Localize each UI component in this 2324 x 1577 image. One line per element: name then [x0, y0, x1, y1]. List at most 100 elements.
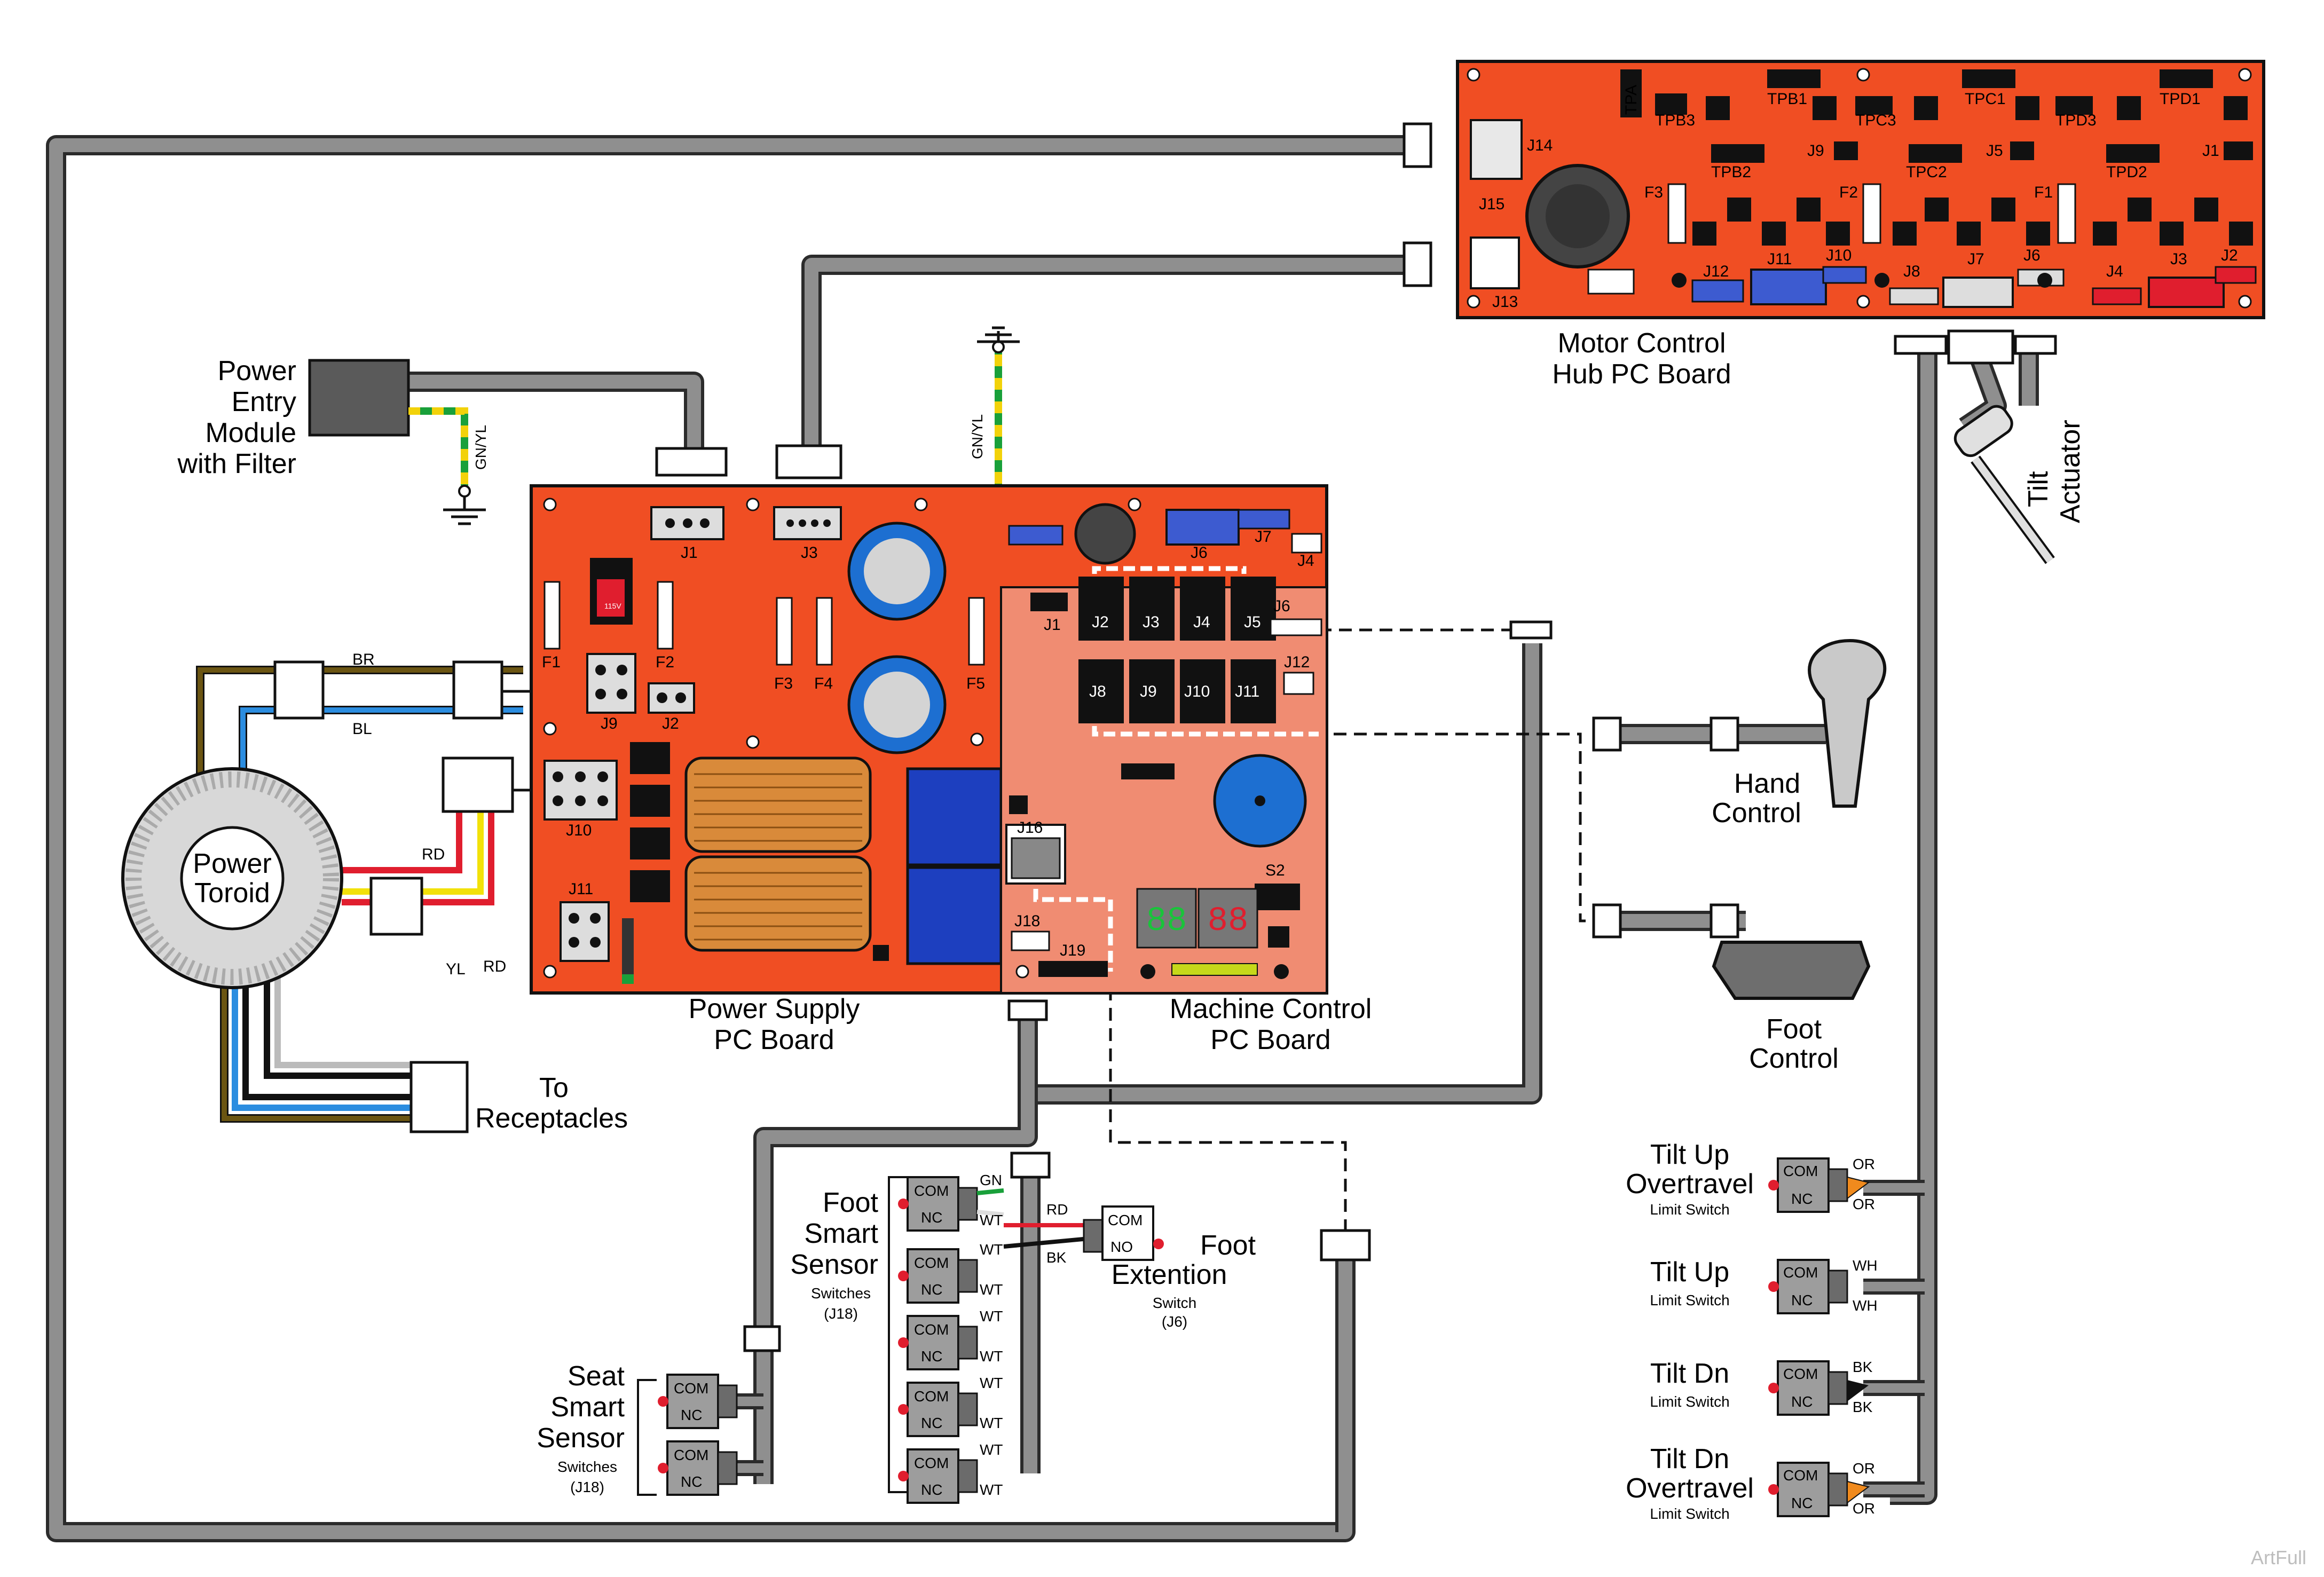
hub-label-tpb3: TPB3 [1655, 112, 1695, 129]
mc-title-line2: PC Board [1210, 1024, 1330, 1055]
j14-plug [1403, 122, 1432, 168]
ext-no: NO [1110, 1239, 1133, 1255]
ts3-bk-b: BK [1853, 1399, 1873, 1415]
fs5-wt-b: WT [980, 1481, 1003, 1498]
ss2-nc: NC [681, 1473, 702, 1490]
ts1-com: COM [1783, 1163, 1818, 1179]
fs4-nc: NC [921, 1415, 942, 1431]
receptacles-line1: To [539, 1073, 569, 1103]
tilt-dn-sub: Limit Switch [1650, 1393, 1729, 1410]
j7-plug [1947, 329, 2014, 365]
power-toroid [121, 666, 523, 1123]
tilt-dn-ot-line1: Tilt Dn [1650, 1444, 1729, 1475]
foot-smart-sensor-switches [888, 1176, 1004, 1504]
fs3-wt-a: WT [980, 1308, 1003, 1324]
hub-label-j7: J7 [1967, 250, 1984, 268]
tilt-up-ot-line1: Tilt Up [1650, 1139, 1729, 1170]
wire-label-br: BR [352, 651, 375, 668]
foot-ext-line1: Foot [1200, 1230, 1256, 1261]
ps-label-j7: J7 [1255, 528, 1272, 546]
hub-label-j11: J11 [1767, 250, 1792, 268]
mc-label-j12: J12 [1284, 653, 1310, 671]
power-entry-line2: Entry [232, 387, 296, 417]
hub-label-j15: J15 [1479, 195, 1504, 213]
ps-label-j11: J11 [569, 880, 593, 898]
fs3-wt-b: WT [980, 1348, 1003, 1365]
hand-control-icon [1808, 638, 1887, 808]
ts1-nc: NC [1791, 1190, 1813, 1207]
mc-label-j8: J8 [1089, 683, 1106, 700]
foot-switch-5 [898, 1448, 978, 1504]
tilt-dn-ot-line2: Overtravel [1626, 1473, 1754, 1504]
ts1-or-b: OR [1853, 1196, 1875, 1212]
fs2-com: COM [914, 1255, 949, 1271]
tilt-actuator-line2: Actuator [2055, 420, 2086, 523]
chassis-ground-icon [977, 326, 1020, 507]
foot-switch-4 [898, 1382, 978, 1437]
fs5-com: COM [914, 1455, 949, 1471]
foot-switch-3 [898, 1315, 978, 1370]
machine-control-board: 88 88 [1000, 503, 1328, 994]
mc-label-j6: J6 [1273, 597, 1290, 615]
hub-label-tpb1: TPB1 [1767, 90, 1807, 108]
mc-label-j18: J18 [1014, 912, 1040, 930]
seat-smart-line2: Smart [550, 1392, 625, 1423]
mc-label-j19: J19 [1060, 942, 1085, 959]
hub-label-tpc2: TPC2 [1906, 163, 1947, 181]
foot-control-line2: Control [1749, 1043, 1839, 1074]
toroid-plug-2 [452, 660, 503, 720]
ts2-wh-b: WH [1853, 1297, 1878, 1314]
foot-switch-1 [898, 1176, 1004, 1232]
ts4-com: COM [1783, 1467, 1818, 1484]
hub-connector-labels: J14 J15 J13 TPA TPB3 TPB1 TPC3 TPC1 TPD3… [1479, 85, 2238, 311]
ps-label-j1: J1 [681, 544, 698, 562]
seat-smart-ref: (J18) [570, 1479, 604, 1495]
seat-sensor-plug [743, 1325, 781, 1352]
hub-label-tpc3: TPC3 [1855, 112, 1896, 129]
hub-label-j14: J14 [1527, 137, 1553, 154]
ps-label-f3: F3 [774, 675, 793, 692]
ts3-nc: NC [1791, 1393, 1813, 1410]
foot-smart-ref: (J18) [824, 1305, 858, 1322]
hub-title-line1: Motor Control [1558, 328, 1726, 359]
ts3-com: COM [1783, 1366, 1818, 1382]
power-entry-line3: Module [205, 417, 296, 448]
fs3-com: COM [914, 1321, 949, 1338]
ts1-or-a: OR [1853, 1156, 1875, 1172]
foot-plug-1 [1592, 903, 1622, 939]
ts4-nc: NC [1791, 1495, 1813, 1511]
power-entry-line1: Power [218, 356, 296, 387]
hub-label-j13: J13 [1492, 293, 1518, 311]
wire-label-rd-1: RD [422, 846, 445, 863]
j18-plug [1007, 999, 1048, 1021]
mc-label-j11: J11 [1235, 683, 1259, 700]
foot-ext-sub: Switch [1153, 1295, 1196, 1311]
toroid-plug-4 [369, 877, 423, 936]
foot-smart-sub: Switches [811, 1285, 871, 1302]
fs1-nc: NC [921, 1209, 942, 1226]
fs2-wt-a: WT [980, 1241, 1003, 1258]
mc-labels: J1 J2 J3 J4 J5 J6 J8 J9 J10 J11 J12 J16 … [1014, 597, 1310, 959]
hub-label-tpd2: TPD2 [2106, 163, 2147, 181]
mc-label-s2: S2 [1265, 862, 1285, 879]
foot-ext-line2: Extention [1112, 1259, 1227, 1290]
mc-label-j9: J9 [1140, 683, 1157, 700]
hub-label-f1: F1 [2034, 184, 2053, 201]
ts2-wh-a: WH [1853, 1257, 1878, 1274]
mc-title-line1: Machine Control [1170, 993, 1372, 1024]
power-entry-line4: with Filter [177, 448, 296, 479]
ps-label-j6: J6 [1191, 544, 1208, 562]
ps-label-f2: F2 [656, 653, 674, 671]
seat-smart-line3: Sensor [537, 1423, 625, 1454]
ps-label-j9: J9 [601, 715, 618, 732]
seat-smart-line1: Seat [568, 1361, 625, 1392]
foot-ext-plug [1320, 1229, 1371, 1261]
hub-label-j5: J5 [1986, 142, 2003, 160]
foot-smart-line2: Smart [804, 1218, 878, 1249]
foot-control-line1: Foot [1766, 1014, 1822, 1045]
mc-label-j16: J16 [1017, 819, 1043, 837]
seat-smart-sub: Switches [557, 1458, 617, 1475]
foot-smart-line3: Sensor [790, 1249, 878, 1280]
foot-ext-ref: (J6) [1162, 1313, 1187, 1330]
